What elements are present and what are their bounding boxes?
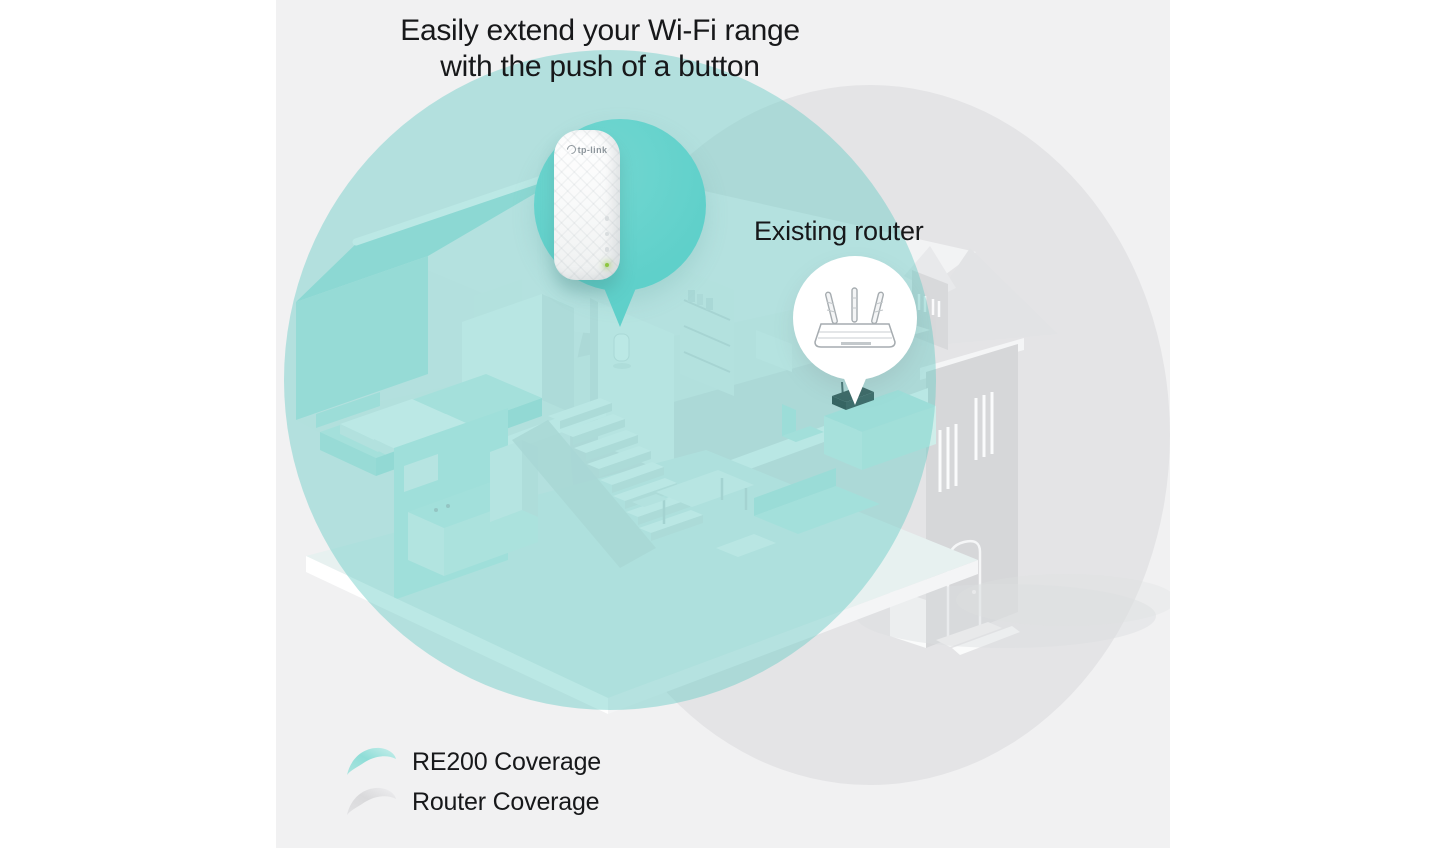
router-icon: [814, 287, 896, 348]
existing-router-label: Existing router: [754, 216, 924, 246]
re200-coverage-swatch-icon: [347, 747, 396, 775]
house-cutaway-illustration: [296, 160, 1170, 714]
led-indicators: [604, 216, 609, 267]
facade-window-slats: [938, 392, 994, 492]
kitchen-counter: [408, 440, 538, 576]
legend-item-re200: RE200 Coverage: [344, 742, 601, 782]
re200-device-image: tp-link: [554, 130, 620, 280]
page-title: Easily extend your Wi-Fi range with the …: [300, 13, 900, 85]
led-dot-active: [604, 262, 609, 267]
existing-router-callout: [793, 256, 917, 380]
led-dot: [604, 216, 609, 221]
bookshelf: [680, 268, 734, 396]
legend-item-router: Router Coverage: [344, 782, 601, 822]
led-dot: [604, 247, 609, 252]
title-line-2: with the push of a button: [440, 50, 760, 83]
bedroom-wall: [296, 256, 428, 420]
coffee-table: [716, 534, 776, 557]
extender-wall: [590, 298, 674, 476]
dormer-window-slats: [917, 294, 941, 317]
wall-mounted-extender: [613, 333, 630, 362]
title-line-1: Easily extend your Wi-Fi range: [400, 14, 800, 47]
router-coverage-swatch-icon: [347, 787, 396, 815]
tp-link-logo-icon: [564, 143, 578, 156]
coverage-legend: RE200 Coverage Router Coverage: [344, 742, 601, 822]
dining-table: [632, 470, 754, 524]
illustration-canvas: tp-link: [276, 0, 1170, 848]
sloped-ceiling: [296, 166, 582, 302]
legend-label: RE200 Coverage: [412, 747, 601, 776]
house-shadow: [856, 584, 1156, 648]
tp-link-logo: tp-link: [554, 130, 620, 156]
fridge: [490, 440, 522, 522]
legend-label: Router Coverage: [412, 787, 600, 816]
led-dot: [604, 231, 609, 236]
sofa: [716, 468, 880, 557]
lower-floor-interior: [306, 398, 978, 714]
